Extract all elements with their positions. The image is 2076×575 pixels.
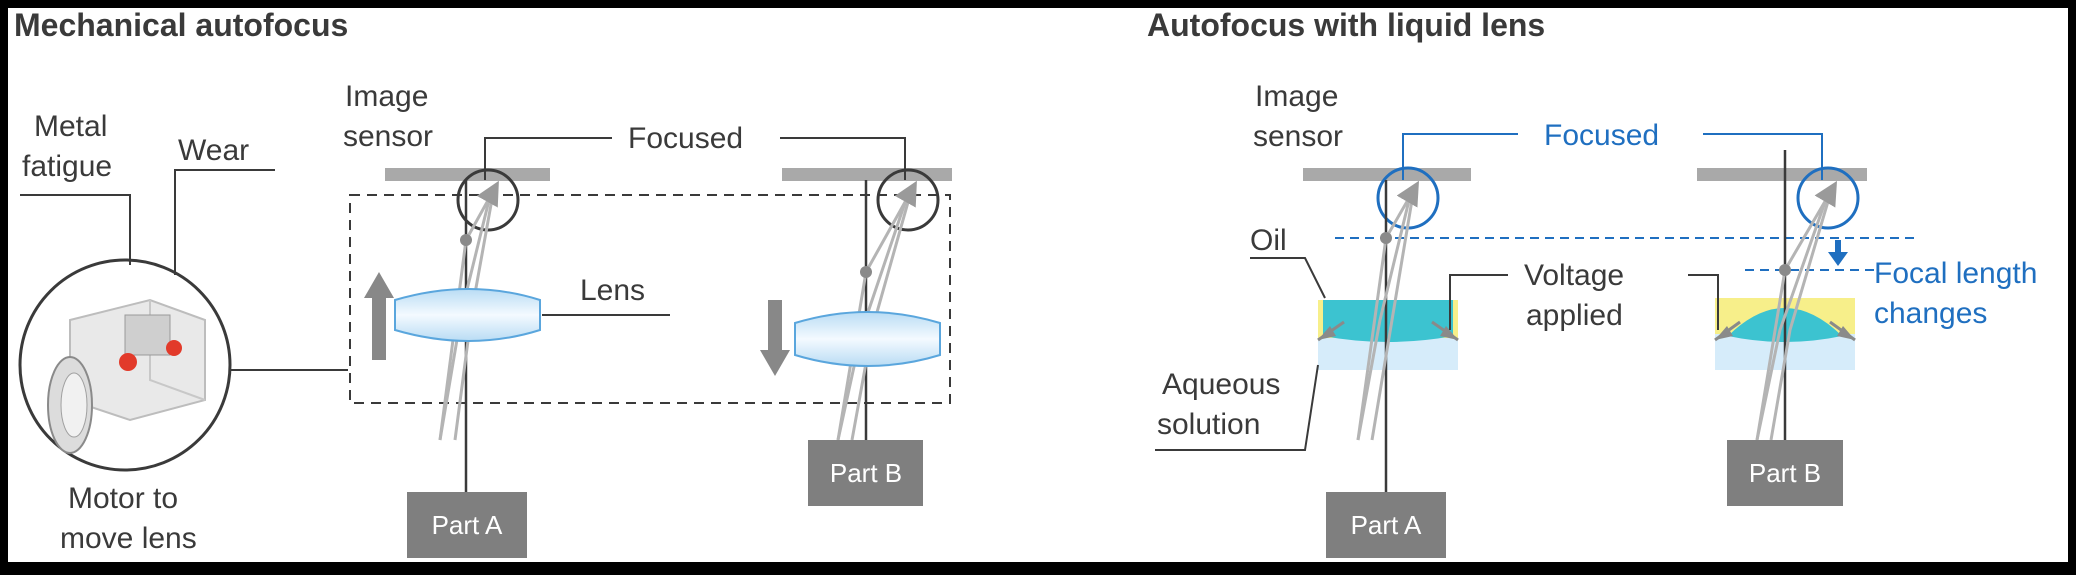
- left-lens-b: [794, 311, 941, 367]
- right-focus-circle-b: [1796, 166, 1860, 230]
- right-part-b-label: Part B: [1749, 458, 1821, 488]
- focal-length-label: Focal length changes: [1874, 257, 2046, 330]
- left-part-b-label: Part B: [830, 458, 902, 488]
- right-part-b-rays: [1755, 150, 1838, 445]
- right-focused-label: Focused: [1544, 119, 1659, 152]
- right-part-a-label: Part A: [1351, 510, 1422, 540]
- left-image-sensor-b: [782, 168, 952, 181]
- right-image-sensor-label: Image sensor: [1253, 80, 1347, 153]
- motor-callout: [18, 258, 232, 472]
- right-part-a-rays: [1356, 180, 1419, 500]
- right-image-sensor-b: [1697, 168, 1867, 181]
- wear-label: Wear: [178, 134, 249, 167]
- aqueous-label: Aqueous solution: [1157, 368, 1289, 441]
- moving-lens-region: [349, 194, 951, 404]
- metal-fatigue-label: Metal fatigue: [22, 110, 116, 183]
- wear-mark-icon: [119, 353, 137, 371]
- motor-label: Motor to move lens: [60, 482, 197, 555]
- left-image-sensor-label: Image sensor: [343, 80, 437, 153]
- liquid-lens-a: [1318, 300, 1458, 370]
- right-title: Autofocus with liquid lens: [1147, 7, 1545, 43]
- lens-up-arrow-icon: [364, 272, 394, 360]
- left-focus-circle-a: [456, 168, 520, 232]
- focal-shift-arrow-icon: [1828, 240, 1848, 266]
- diagram-background: [8, 8, 2068, 562]
- left-part-b-box: [808, 440, 923, 506]
- fatigue-mark-icon: [166, 340, 182, 356]
- voltage-electrode-icons: [1317, 320, 1856, 342]
- left-title: Mechanical autofocus: [14, 7, 348, 43]
- left-focus-circle-b: [876, 168, 940, 232]
- right-part-a-box: [1326, 492, 1446, 558]
- left-part-a-box: [407, 492, 527, 558]
- voltage-label: Voltage applied: [1524, 259, 1632, 332]
- left-part-a-label: Part A: [432, 510, 503, 540]
- left-focused-label: Focused: [628, 122, 743, 155]
- lens-label: Lens: [580, 274, 645, 307]
- oil-label: Oil: [1250, 224, 1287, 257]
- right-image-sensor-a: [1303, 168, 1471, 181]
- right-part-b-box: [1727, 440, 1843, 506]
- left-lens-a: [394, 288, 541, 342]
- lens-down-arrow-icon: [760, 300, 790, 376]
